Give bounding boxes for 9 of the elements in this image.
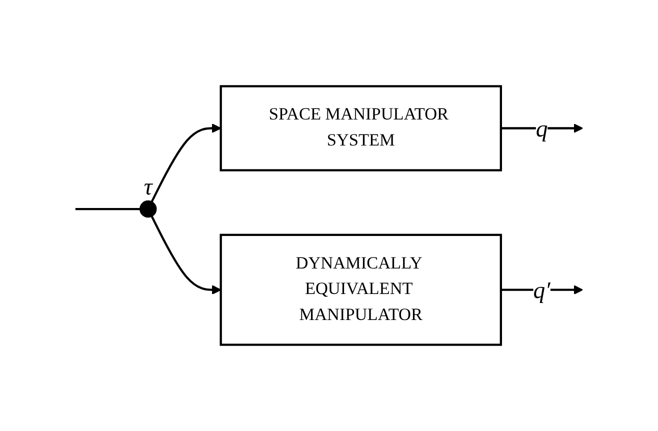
connector (75, 208, 140, 210)
arrow (150, 124, 222, 202)
edge-label: q′ (533, 276, 550, 304)
node-box: SPACE MANIPULATOR SYSTEM (220, 85, 502, 172)
node-circle (140, 200, 157, 218)
node-box: DYNAMICALLY EQUIVALENT MANIPULATOR (220, 234, 502, 346)
signal-label: τ (144, 174, 152, 200)
edge-label: q (536, 114, 548, 142)
arrow (150, 216, 222, 295)
